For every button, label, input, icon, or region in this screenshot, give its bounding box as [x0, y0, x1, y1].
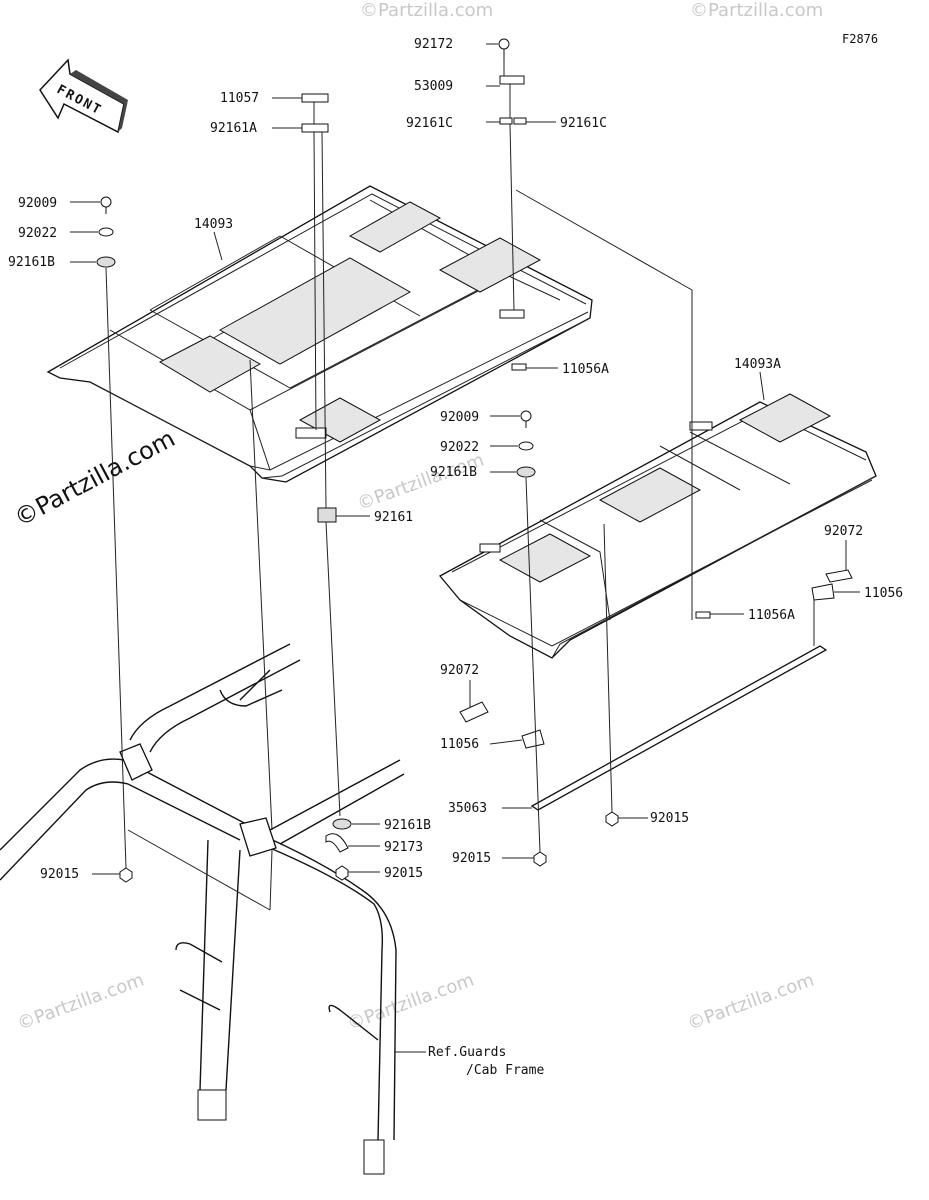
callout-92015-right: 92015: [650, 811, 689, 826]
ref-note-line1: Ref.Guards: [428, 1045, 506, 1060]
callout-92161C-left: 92161C: [406, 116, 453, 131]
washer-icon-92022-mid: [518, 441, 534, 451]
clip-icon-11056A-top: [511, 363, 527, 371]
callout-11056-right: 11056: [864, 586, 903, 601]
callout-labels: 92172 53009 92161C 92161C 11057 92161A 9…: [8, 37, 903, 1078]
clip-icon-11056A-mid: [695, 611, 711, 619]
washer-icon-92161B-mid: [516, 466, 536, 478]
bracket-icon-92173: [325, 833, 349, 853]
watermark-faint-1: ©Partzilla.com: [355, 449, 487, 514]
pad-icon-92161: [317, 507, 337, 523]
callout-92009-top: 92009: [18, 196, 57, 211]
bolt-icon-92172: [498, 38, 510, 58]
roof-panel-front: [46, 185, 593, 483]
callout-92015-mid: 92015: [452, 851, 491, 866]
callout-11056A-mid: 11056A: [748, 608, 795, 623]
washer-icon-92161B-bottom: [332, 818, 352, 830]
plate-icon-11057: [301, 93, 329, 103]
watermark-faint-3: ©Partzilla.com: [15, 969, 147, 1034]
callout-11056-left: 11056: [440, 737, 479, 752]
clip-icon-11056-left: [521, 729, 545, 749]
cab-frame: [0, 643, 405, 1175]
callout-92172: 92172: [414, 37, 453, 52]
callout-14093A: 14093A: [734, 357, 781, 372]
callout-92072-left: 92072: [440, 663, 479, 678]
pad-icon-92161A: [301, 123, 329, 133]
watermark-faint-5: ©Partzilla.com: [685, 969, 817, 1034]
watermark-faint-7: ©Partzilla.com: [690, 0, 823, 21]
callout-92161A: 92161A: [210, 121, 257, 136]
watermark-faint-4: ©Partzilla.com: [345, 969, 477, 1034]
strip-35063: [530, 645, 828, 811]
clamp-icon-92072-left: [459, 701, 489, 723]
nut-icon-92015-mid: [533, 851, 547, 867]
nut-icon-92015-left: [119, 867, 133, 883]
leader-lines: [70, 43, 860, 1053]
callout-92161B-top: 92161B: [8, 255, 55, 270]
watermark-faint-6: ©Partzilla.com: [360, 0, 493, 21]
callout-92173: 92173: [384, 840, 423, 855]
ref-note-line2: /Cab Frame: [466, 1063, 544, 1078]
hardware: [96, 38, 853, 883]
clip-icon-11056-right: [811, 583, 835, 601]
callout-35063: 35063: [448, 801, 487, 816]
callout-11057: 11057: [220, 91, 259, 106]
diagram-code: F2876: [842, 32, 878, 46]
callout-53009: 53009: [414, 79, 453, 94]
bolt-icon-92009-mid: [520, 410, 532, 428]
bolt-icon-92009-top: [100, 196, 112, 214]
callout-92015-left: 92015: [40, 867, 79, 882]
callout-92015-frame: 92015: [384, 866, 423, 881]
callout-92022-top: 92022: [18, 226, 57, 241]
washer-icon-92161B-top: [96, 256, 116, 268]
bracket-icon-53009: [499, 75, 525, 85]
clamp-icon-92072-right: [825, 569, 853, 583]
callout-92072-right: 92072: [824, 524, 863, 539]
roof-panel-rear: [438, 393, 877, 659]
callout-14093: 14093: [194, 217, 233, 232]
callout-11056A-top: 11056A: [562, 362, 609, 377]
front-arrow-icon: FRONT: [39, 58, 128, 134]
callout-92161B-bottom: 92161B: [384, 818, 431, 833]
callout-92161: 92161: [374, 510, 413, 525]
callout-92161C-right: 92161C: [560, 116, 607, 131]
watermark-main: ©Partzilla.com: [10, 424, 180, 532]
nut-icon-92015-right: [605, 811, 619, 827]
callout-92022-mid: 92022: [440, 440, 479, 455]
washer-icon-92161C-b: [513, 117, 527, 125]
washer-icon-92161C-a: [499, 117, 513, 125]
nut-icon-92015-frame: [335, 865, 349, 881]
washer-icon-92022-top: [98, 227, 114, 237]
callout-92009-mid: 92009: [440, 410, 479, 425]
callout-92161B-mid: 92161B: [430, 465, 477, 480]
